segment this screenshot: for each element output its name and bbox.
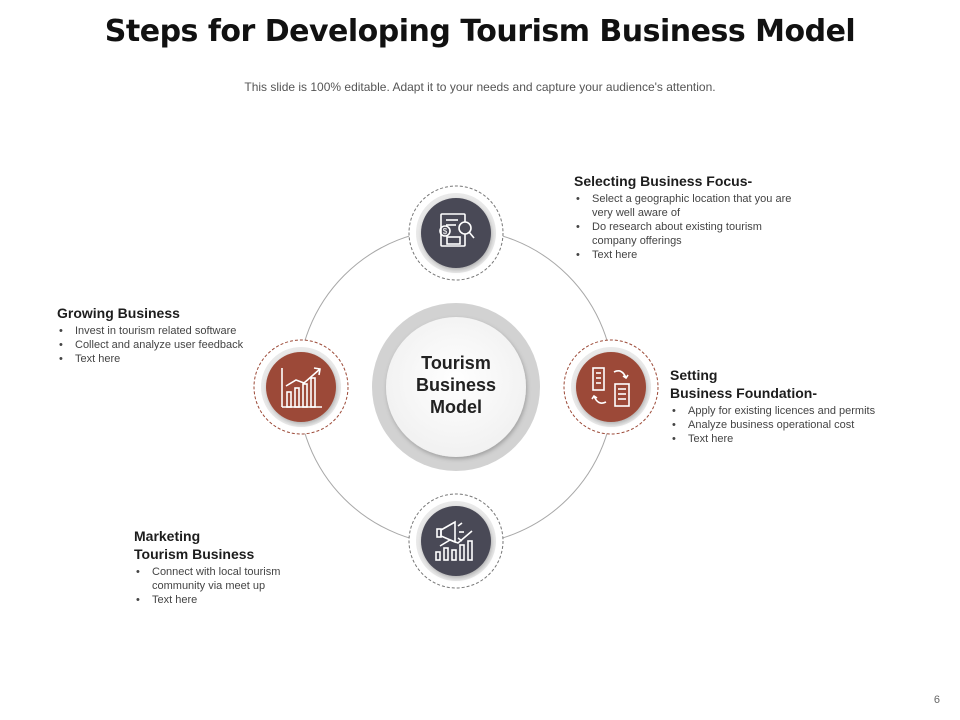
text-block-marketing-tourism-business: Marketing Tourism Business Connect with … (134, 527, 314, 607)
block-heading: Marketing Tourism Business (134, 527, 314, 563)
center-label: Tourism Business Model (396, 352, 516, 418)
buildings-exchange-icon (591, 367, 630, 407)
bullet-list: Select a geographic location that you ar… (574, 192, 804, 262)
growth-chart-icon (281, 367, 322, 408)
bullet-item: Text here (574, 248, 804, 262)
document-money-search-icon: $ (439, 213, 475, 247)
text-block-setting-business-foundation: Setting Business Foundation- Apply for e… (670, 366, 920, 446)
bullet-list: Invest in tourism related software Colle… (57, 324, 262, 366)
node-setting-business-foundation[interactable] (563, 339, 659, 435)
block-heading: Setting Business Foundation- (670, 366, 920, 402)
heading-line: Selecting Business Focus- (574, 173, 753, 189)
bullet-item: Analyze business operational cost (670, 418, 920, 432)
bullet-item: Invest in tourism related software (57, 324, 262, 338)
bullet-item: Text here (57, 352, 262, 366)
center-label-line-1: Tourism (421, 353, 491, 373)
bullet-list: Apply for existing licences and permits … (670, 404, 920, 446)
bullet-item: Do research about existing tourism compa… (574, 220, 804, 248)
heading-line: Tourism Business (134, 546, 255, 562)
node-selecting-business-focus[interactable]: $ (408, 185, 504, 281)
block-heading: Growing Business (57, 304, 262, 322)
bullet-item: Apply for existing licences and permits (670, 404, 920, 418)
slide-subtitle: This slide is 100% editable. Adapt it to… (244, 80, 716, 94)
bullet-item: Select a geographic location that you ar… (574, 192, 804, 220)
bullet-item: Text here (670, 432, 920, 446)
bullet-list: Connect with local tourism community via… (134, 565, 314, 607)
bullet-item: Connect with local tourism community via… (134, 565, 314, 593)
center-hub (372, 303, 540, 471)
center-label-line-3: Model (430, 397, 482, 417)
heading-line: Setting (670, 367, 718, 383)
node-marketing-tourism-business[interactable] (408, 493, 504, 589)
page-number: 6 (933, 694, 940, 706)
heading-line: Marketing (134, 528, 201, 544)
bullet-item: Text here (134, 593, 314, 607)
node-growing-business[interactable] (253, 339, 349, 435)
slide-title: Steps for Developing Tourism Business Mo… (104, 14, 856, 49)
heading-line: Growing Business (57, 305, 180, 321)
megaphone-growth-icon (435, 520, 473, 561)
heading-line: Business Foundation- (670, 385, 817, 401)
text-block-growing-business: Growing Business Invest in tourism relat… (57, 304, 262, 366)
block-heading: Selecting Business Focus- (574, 172, 804, 190)
text-block-selecting-business-focus: Selecting Business Focus- Select a geogr… (574, 172, 804, 262)
svg-text:$: $ (443, 227, 448, 236)
bullet-item: Collect and analyze user feedback (57, 338, 262, 352)
center-label-line-2: Business (415, 375, 497, 395)
